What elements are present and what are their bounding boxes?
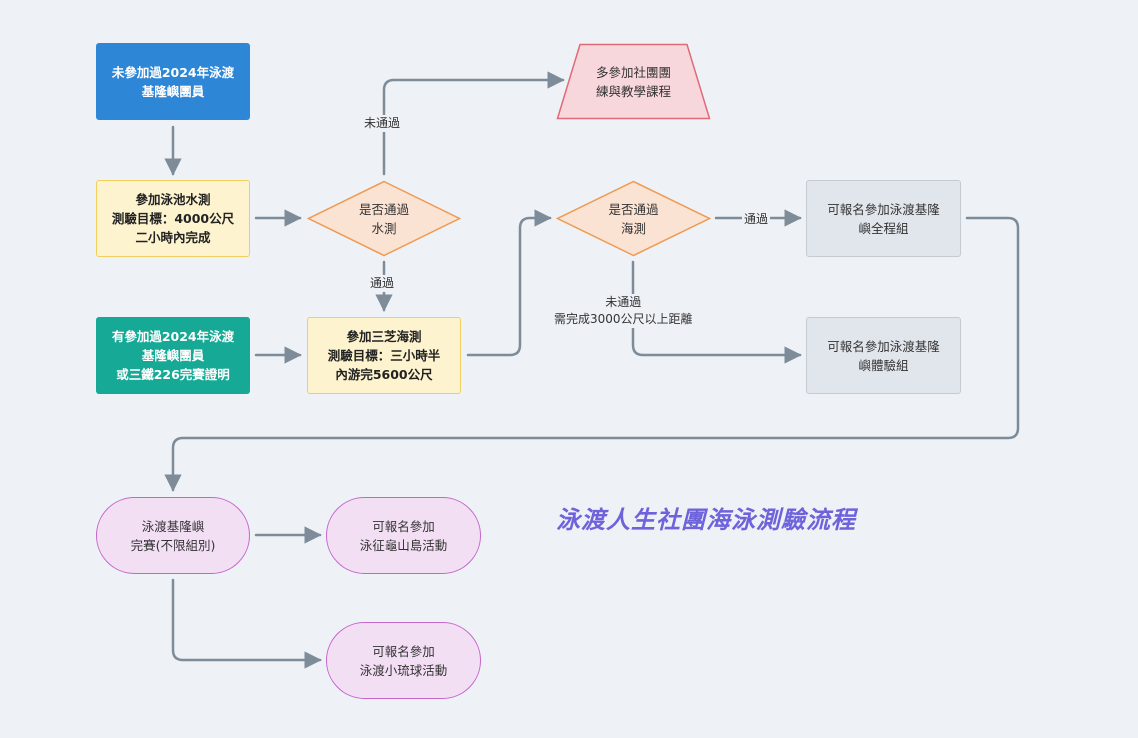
edge-finished-to-liuqiu bbox=[171, 578, 322, 669]
node-more-training: 多參加社團團 練與教學課程 bbox=[556, 43, 711, 120]
edge-label-sea-pass: 通過 bbox=[742, 211, 771, 228]
node-finished: 泳渡基隆嶼 完賽(不限組別) bbox=[96, 497, 250, 574]
node-pool-decision-label: 是否通過 水測 bbox=[358, 201, 409, 236]
node-pool-test: 參加泳池水測 測驗目標：4000公尺 二小時內完成 bbox=[96, 180, 250, 257]
edge-sea-decision-to-experience bbox=[631, 260, 802, 364]
node-sea-decision-label: 是否通過 海測 bbox=[608, 201, 659, 236]
node-sea-test-label: 參加三芝海測 測驗目標：三小時半 內游完5600公尺 bbox=[327, 329, 441, 382]
edge-full-course-to-finished bbox=[164, 216, 1020, 492]
node-not-member: 未參加過2024年泳渡 基隆嶼團員 bbox=[96, 43, 250, 120]
sea-decision-diamond-shape bbox=[556, 180, 711, 257]
node-not-member-label: 未參加過2024年泳渡 基隆嶼團員 bbox=[111, 64, 235, 99]
edge-pool-decision-to-training bbox=[382, 71, 565, 176]
node-pool-test-label: 參加泳池水測 測驗目標：4000公尺 二小時內完成 bbox=[111, 192, 235, 245]
node-turtle-island-label: 可報名參加 泳征龜山島活動 bbox=[359, 518, 448, 553]
node-finished-label: 泳渡基隆嶼 完賽(不限組別) bbox=[130, 518, 216, 553]
edge-label-pool-pass: 通過 bbox=[368, 275, 397, 292]
node-full-course-label: 可報名參加泳渡基隆 嶼全程組 bbox=[827, 201, 940, 236]
node-pool-decision: 是否通過 水測 bbox=[307, 180, 461, 257]
node-liuqiu: 可報名參加 泳渡小琉球活動 bbox=[326, 622, 481, 699]
flowchart-title: 泳渡人生社團海泳測驗流程 bbox=[556, 506, 856, 534]
more-training-trapezoid-shape bbox=[556, 43, 711, 120]
node-experience-label: 可報名參加泳渡基隆 嶼體驗組 bbox=[827, 338, 940, 373]
node-liuqiu-label: 可報名參加 泳渡小琉球活動 bbox=[359, 643, 448, 678]
node-member-label: 有參加過2024年泳渡 基隆嶼團員 或三鐵226完賽證明 bbox=[111, 329, 235, 382]
node-sea-decision: 是否通過 海測 bbox=[556, 180, 711, 257]
node-member: 有參加過2024年泳渡 基隆嶼團員 或三鐵226完賽證明 bbox=[96, 317, 250, 394]
edge-sea-test-to-sea-decision bbox=[466, 209, 552, 357]
node-turtle-island: 可報名參加 泳征龜山島活動 bbox=[326, 497, 481, 574]
edge-label-pool-fail: 未通過 bbox=[362, 115, 403, 132]
edge-label-sea-fail: 未通過 需完成3000公尺以上距離 bbox=[552, 294, 695, 328]
node-sea-test: 參加三芝海測 測驗目標：三小時半 內游完5600公尺 bbox=[307, 317, 461, 394]
node-more-training-label: 多參加社團團 練與教學課程 bbox=[595, 64, 671, 99]
node-full-course: 可報名參加泳渡基隆 嶼全程組 bbox=[806, 180, 961, 257]
node-experience: 可報名參加泳渡基隆 嶼體驗組 bbox=[806, 317, 961, 394]
pool-decision-diamond-shape bbox=[307, 180, 461, 257]
